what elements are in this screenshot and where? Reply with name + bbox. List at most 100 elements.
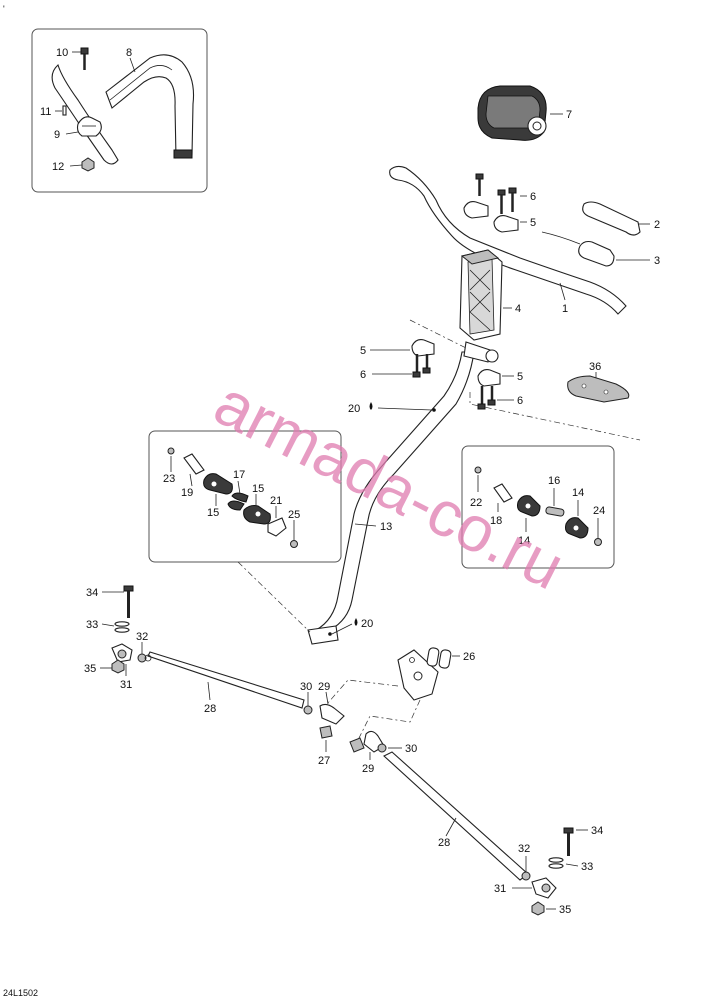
inset-handlebar-pad: 10 8 11 9 12	[31, 28, 208, 193]
part-19	[183, 453, 205, 475]
label-20-lower: 20	[361, 618, 373, 630]
clamp-upper-right	[493, 215, 519, 233]
handlebar-cover-7: 7	[477, 85, 572, 141]
inset-handlebar-tube	[51, 64, 119, 165]
label-16: 16	[548, 475, 560, 487]
upper-clamps: 6 5	[463, 173, 536, 233]
center-tie-rod-ends: 30 29 27 29 30	[300, 681, 417, 775]
label-18: 18	[490, 515, 502, 527]
pad-edge	[109, 65, 173, 101]
grease-point-upper	[432, 408, 436, 412]
clamp-lower-right	[477, 369, 501, 387]
label-1: 1	[562, 303, 568, 315]
clamp-upper-left	[463, 201, 489, 219]
assembly-line-1	[409, 319, 471, 351]
column-bottom-plate	[307, 625, 339, 645]
label-30-upper: 30	[300, 681, 312, 693]
label-4: 4	[515, 303, 521, 315]
inset-right-frame	[461, 445, 615, 569]
label-34-left: 34	[86, 587, 98, 599]
tie-rod-28-left: 28	[144, 651, 305, 715]
label-2: 2	[654, 219, 660, 231]
label-32-left: 32	[136, 631, 148, 643]
column-top-tube	[463, 341, 491, 363]
nut-25	[290, 540, 298, 548]
nut-12	[81, 157, 95, 172]
label-33-left: 33	[86, 619, 98, 631]
label-5-right: 5	[517, 371, 523, 383]
corner-mark: '	[3, 4, 5, 14]
part-18	[493, 483, 513, 503]
inset-right-bushings: 22 18 16 14 14 24	[461, 445, 615, 569]
bolt-10-head	[80, 47, 89, 55]
nut-24	[594, 538, 602, 546]
part-27	[319, 725, 333, 739]
label-28-right: 28	[438, 837, 450, 849]
label-30-lower: 30	[405, 743, 417, 755]
part-23	[167, 447, 175, 455]
label-26: 26	[463, 651, 475, 663]
inset-left-bushings: 23 19 17 15 15 21 25	[148, 430, 342, 633]
inset-left-frame	[148, 430, 342, 563]
bolt-26a	[426, 647, 440, 667]
label-34-right: 34	[591, 825, 603, 837]
part-17	[231, 492, 249, 503]
bushing-15-upper	[203, 473, 233, 495]
plate-36: 36	[567, 361, 630, 403]
label-20-upper: 20	[348, 403, 360, 415]
part-30-upper	[303, 705, 313, 715]
label-6-left: 6	[360, 369, 366, 381]
label-31-right: 31	[494, 883, 506, 895]
label-9: 9	[54, 129, 60, 141]
grease-drop-lower	[354, 618, 358, 626]
part-30-lower	[377, 743, 387, 753]
label-35-left: 35	[84, 663, 96, 675]
bolt-26b	[438, 649, 452, 669]
label-35-right: 35	[559, 904, 571, 916]
label-8: 8	[126, 47, 132, 59]
inset-frame	[31, 28, 208, 193]
clamp-9	[76, 116, 102, 137]
left-tie-rod-end: 34 33 32 35 31	[84, 585, 148, 691]
lower-clamps: 5 6 5 6	[360, 339, 523, 410]
label-22: 22	[470, 497, 482, 509]
label-15-top: 15	[252, 483, 264, 495]
part-21	[267, 517, 287, 537]
steering-column-13: 20 20 13	[307, 341, 499, 645]
label-14-top: 14	[572, 487, 584, 499]
label-25: 25	[288, 509, 300, 521]
label-5-top: 5	[530, 217, 536, 229]
label-31-left: 31	[120, 679, 132, 691]
label-13: 13	[380, 521, 392, 533]
pitman-arm	[397, 649, 439, 701]
label-23: 23	[163, 473, 175, 485]
label-3: 3	[654, 255, 660, 267]
ball-joint-29-upper	[319, 703, 345, 725]
part-22	[474, 466, 482, 474]
part-27b	[349, 737, 365, 753]
label-29-lower: 29	[362, 763, 374, 775]
grip-2	[582, 201, 641, 236]
label-11: 11	[40, 106, 51, 118]
grip-3	[578, 240, 615, 267]
right-tie-rod-end: 34 33 32 31 35	[494, 825, 603, 916]
pad-end-cap	[173, 149, 193, 159]
label-10: 10	[56, 47, 68, 59]
label-5-left: 5	[360, 345, 366, 357]
pad-part	[105, 54, 195, 159]
handlebar-1: 1	[389, 165, 627, 315]
clamp-lower-left	[411, 339, 435, 357]
label-24: 24	[593, 505, 605, 517]
label-33-right: 33	[581, 861, 593, 873]
part-17b	[227, 500, 245, 511]
part-32-right	[521, 871, 531, 881]
grease-drop-upper	[369, 402, 373, 410]
label-36: 36	[589, 361, 601, 373]
label-28-left: 28	[204, 703, 216, 715]
center-steering-arm: 26	[319, 647, 475, 741]
grips: 2 3	[541, 201, 660, 267]
label-15-bottom: 15	[207, 507, 219, 519]
label-19: 19	[181, 487, 193, 499]
